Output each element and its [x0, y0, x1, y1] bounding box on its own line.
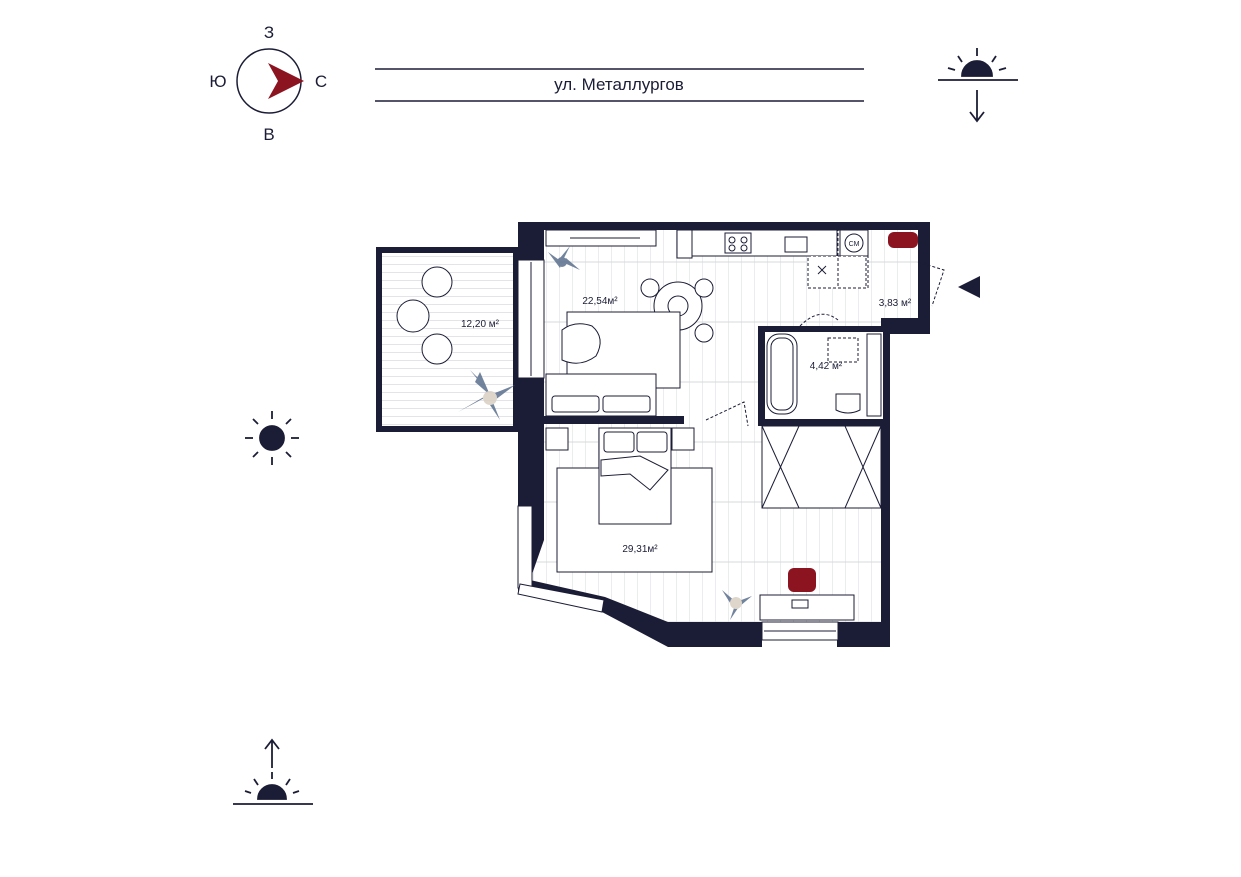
bedroom: 29,31м² — [545, 401, 882, 641]
balcony-plant-icon — [458, 370, 515, 420]
entrance-door — [917, 261, 945, 307]
fridge — [676, 229, 693, 259]
dining-chair — [694, 323, 714, 343]
coffee-table — [561, 323, 601, 364]
nightstand — [671, 427, 695, 451]
bathroom-door — [799, 313, 839, 327]
living-kitchen: СМ 22,54м² — [518, 229, 869, 506]
compass-south-label: Ю — [209, 72, 226, 91]
dining-chair — [694, 278, 714, 298]
compass: З Ю С В — [209, 23, 327, 144]
desk-chair — [788, 568, 816, 592]
sunset-icon — [938, 48, 1018, 123]
balcony: 12,20 м² — [376, 247, 519, 432]
pillow — [603, 431, 635, 453]
nightstand — [545, 427, 569, 451]
shoe-rack — [888, 232, 918, 248]
bedroom-area-label: 29,31м² — [622, 544, 658, 555]
sun-icon — [245, 411, 299, 465]
kitchen-counter — [691, 229, 838, 257]
compass-north-label: С — [315, 72, 327, 91]
hall-area-label: 3,83 м² — [879, 298, 912, 309]
balcony-area-label: 12,20 м² — [461, 319, 500, 330]
living-kitchen-area-label: 22,54м² — [582, 296, 618, 307]
balcony-table — [396, 299, 430, 333]
bathroom: 4,42 м² — [758, 313, 890, 426]
bedroom-plant-icon — [722, 590, 752, 620]
compass-needle — [268, 63, 304, 99]
pillow — [636, 431, 668, 453]
street-label-block: ул. Металлургов — [375, 68, 864, 102]
bedroom-corner-window — [517, 583, 605, 613]
living-plant-icon — [548, 246, 580, 270]
bathtub — [766, 333, 798, 415]
bedroom-window — [517, 505, 533, 589]
compass-east-label: В — [263, 125, 274, 144]
hall-wardrobe — [837, 229, 869, 289]
wardrobe — [761, 425, 882, 509]
sunrise-icon — [233, 738, 313, 805]
bath-cabinet — [866, 333, 882, 417]
partition-wall — [518, 378, 544, 506]
closet — [807, 255, 867, 289]
hall: 3,83 м² — [837, 229, 980, 309]
balcony-chair — [421, 266, 453, 298]
balcony-chair — [421, 333, 453, 365]
sofa — [545, 373, 657, 417]
street-name: ул. Металлургов — [554, 75, 684, 94]
washer-label: СМ — [849, 241, 860, 248]
washbasin — [827, 337, 859, 363]
blanket — [600, 455, 669, 491]
cooktop-icon — [724, 232, 752, 254]
bathroom-area-label: 4,42 м² — [810, 361, 843, 372]
compass-west-label: З — [264, 23, 274, 42]
entrance-arrow-icon — [958, 276, 980, 298]
sink — [784, 236, 808, 253]
toilet — [835, 393, 861, 414]
partition-wall — [544, 416, 684, 424]
bedroom-door — [705, 401, 749, 427]
dining-chair — [640, 278, 660, 298]
